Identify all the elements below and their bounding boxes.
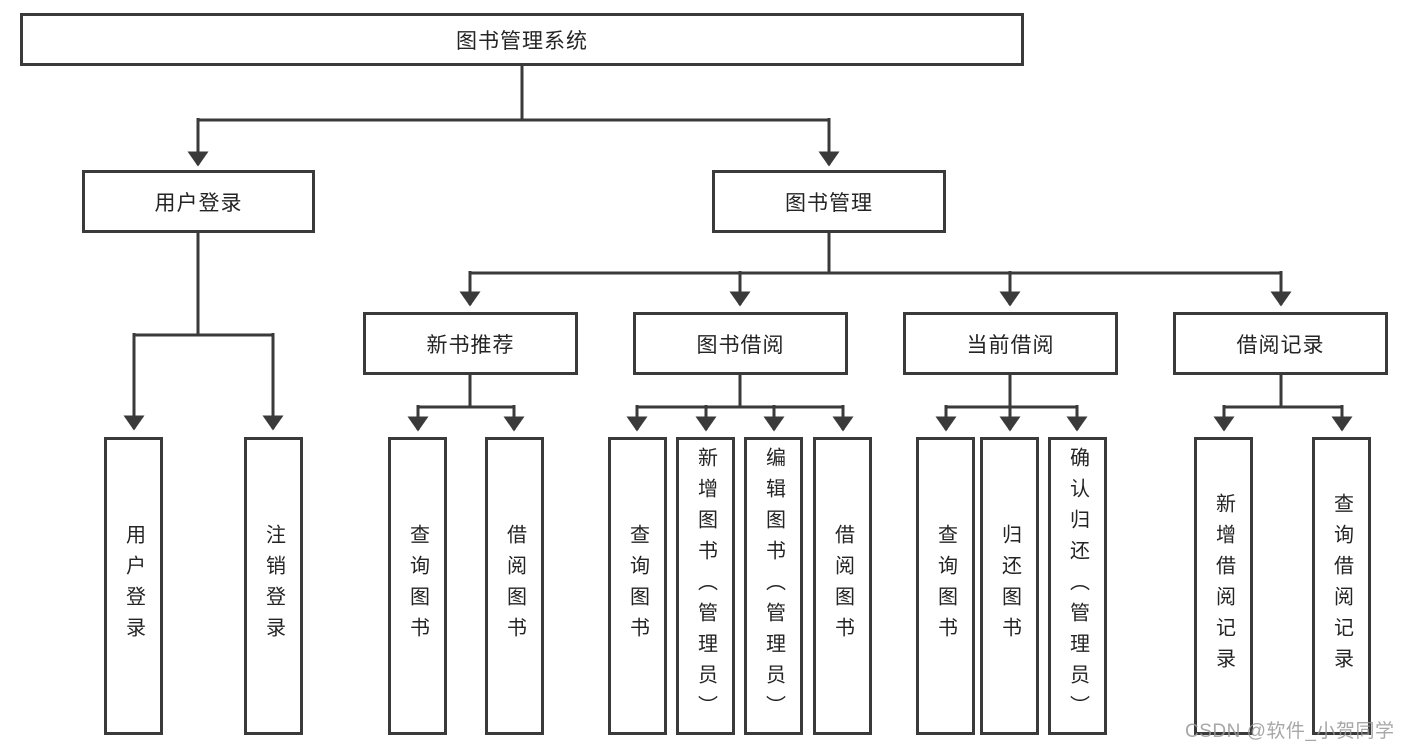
leaf-cur-return-books: 归还图书 [980,437,1039,735]
leaf-logout-label: 注销登录 [262,524,285,648]
leaf-bor-query-books-label: 查询图书 [626,524,649,648]
node-user-login-branch: 用户登录 [82,170,315,233]
leaf-bor-add-books-admin-label: 新增图书（管理员） [694,446,717,726]
leaf-rec-query-books-label: 查询图书 [406,524,429,648]
leaf-rec-query-books: 查询图书 [388,437,447,735]
leaf-bor-query-books: 查询图书 [608,437,667,735]
leaf-cur-confirm-return-admin-label: 确认归还（管理员） [1066,446,1089,726]
leaf-bor-borrow-books-label: 借阅图书 [831,524,854,648]
leaf-log-add-record: 新增借阅记录 [1194,437,1253,735]
node-root-system-label: 图书管理系统 [456,29,588,53]
node-book-borrowing: 图书借阅 [633,312,848,375]
leaf-bor-add-books-admin: 新增图书（管理员） [676,437,735,735]
node-book-management: 图书管理 [712,170,946,233]
node-root-system: 图书管理系统 [20,13,1024,66]
csdn-watermark: CSDN @软件_小贺同学 [1185,721,1395,742]
leaf-bor-borrow-books: 借阅图书 [813,437,872,735]
leaf-logout: 注销登录 [244,437,303,735]
leaf-log-query-record: 查询借阅记录 [1312,437,1371,735]
node-new-book-recommend: 新书推荐 [363,312,578,375]
leaf-log-query-record-label: 查询借阅记录 [1330,493,1353,679]
node-book-management-label: 图书管理 [785,191,873,215]
node-borrow-records: 借阅记录 [1173,312,1388,375]
leaf-bor-edit-books-admin-label: 编辑图书（管理员） [762,446,785,726]
leaf-bor-edit-books-admin: 编辑图书（管理员） [744,437,803,735]
node-borrow-records-label: 借阅记录 [1236,333,1325,357]
leaf-cur-return-books-label: 归还图书 [998,524,1021,648]
node-current-borrowing: 当前借阅 [903,312,1118,375]
node-book-borrowing-label: 图书借阅 [696,333,785,357]
leaf-user-login: 用户登录 [104,437,163,735]
leaf-cur-confirm-return-admin: 确认归还（管理员） [1048,437,1107,735]
node-user-login-branch-label: 用户登录 [154,191,243,215]
leaf-rec-borrow-books-label: 借阅图书 [503,524,526,648]
leaf-log-add-record-label: 新增借阅记录 [1212,493,1235,679]
leaf-cur-query-books-label: 查询图书 [934,524,957,648]
leaf-cur-query-books: 查询图书 [916,437,975,735]
node-current-borrowing-label: 当前借阅 [966,333,1055,357]
leaf-user-login-label: 用户登录 [122,524,145,648]
node-new-book-recommend-label: 新书推荐 [426,333,515,357]
leaf-rec-borrow-books: 借阅图书 [485,437,544,735]
